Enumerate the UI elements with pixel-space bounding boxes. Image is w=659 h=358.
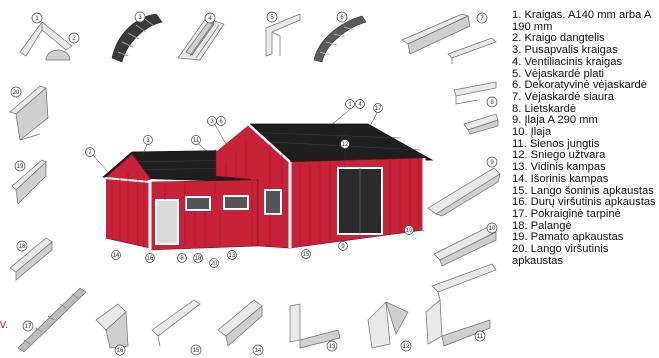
house-callout-7: 7: [86, 148, 95, 157]
svg-text:19: 19: [17, 164, 24, 170]
house-callout-10: 10: [405, 226, 414, 235]
house-callout-12: 12: [341, 140, 350, 149]
callout-7: 7: [477, 13, 487, 23]
svg-text:10: 10: [489, 226, 496, 232]
profile-17-closure: [18, 288, 86, 352]
profile-4-vent-ridge: [178, 18, 224, 60]
profile-12-snow-guard: [368, 302, 408, 348]
legend-item: 10. Įlaja: [512, 127, 659, 139]
profile-6-decor-barge: [314, 16, 366, 62]
svg-text:18: 18: [19, 244, 26, 250]
callout-1: 1: [32, 13, 42, 23]
legend-item: 1. Kraigas. A140 mm arba A 190 mm: [512, 10, 659, 33]
house-callout-9: 9: [339, 242, 348, 251]
house-callout-4: 4: [356, 100, 365, 109]
callout-20: 20: [11, 87, 21, 97]
callout-14: 14: [253, 345, 263, 355]
house-callout-1: 1: [346, 100, 355, 109]
house-callout-15: 15: [302, 250, 311, 259]
annex-window-1: [186, 197, 210, 210]
svg-text:20: 20: [13, 90, 20, 96]
callout-15: 15: [191, 345, 201, 355]
house-callout-20: 20: [210, 259, 219, 268]
profile-18-sill: [10, 238, 52, 280]
callout-12: 12: [401, 341, 411, 351]
svg-text:12: 12: [342, 142, 349, 148]
house-callout-18: 18: [194, 254, 203, 263]
legend-item: 20. Lango viršutinis apkaustas: [512, 244, 659, 267]
legend-item: 7. Vėjaskardė siaura: [512, 92, 659, 104]
house-callout-17: 17: [374, 104, 383, 113]
svg-text:15: 15: [193, 348, 200, 354]
callout-3: 3: [135, 12, 145, 22]
legend-item: 17. Pokraiginė tarpinė: [512, 209, 659, 221]
annex-door: [156, 200, 178, 244]
house-callout-11: 11: [192, 136, 201, 145]
house-callout-13: 13: [228, 251, 237, 260]
svg-text:17: 17: [25, 324, 32, 330]
svg-text:14: 14: [113, 253, 120, 259]
svg-text:13: 13: [329, 344, 336, 350]
house-callout-6: 6: [217, 117, 226, 126]
svg-text:13: 13: [229, 253, 236, 259]
svg-text:12: 12: [403, 344, 410, 350]
profile-16-door-top: [96, 304, 128, 348]
profile-7-narrow-barge: [402, 14, 470, 54]
profile-1-ridge: [20, 22, 72, 56]
legend-item: 14. Išorinis kampas: [512, 174, 659, 186]
svg-text:11: 11: [193, 138, 200, 144]
callout-5: 5: [267, 12, 277, 22]
profile-9-valley: [428, 168, 500, 216]
svg-text:15: 15: [303, 252, 310, 258]
profile-2-ridge-cap: [46, 50, 70, 60]
svg-text:10: 10: [406, 228, 413, 234]
callout-16: 16: [115, 345, 125, 355]
house-callout-8: 8: [178, 254, 187, 263]
svg-text:18: 18: [195, 256, 202, 262]
profile-14-outer-corner: [218, 300, 262, 346]
callout-17: 17: [23, 321, 33, 331]
svg-text:20: 20: [211, 261, 218, 267]
building-illustration: [103, 124, 432, 250]
callout-19: 19: [15, 161, 25, 171]
profile-10-valley: [434, 226, 496, 266]
callout-6: 6: [337, 12, 347, 22]
svg-text:11: 11: [477, 334, 484, 340]
edge-text-fragment: v.: [0, 317, 8, 331]
svg-text:14: 14: [255, 348, 262, 354]
callout-4: 4: [205, 13, 215, 23]
callout-8: 8: [487, 97, 497, 107]
callout-9: 9: [487, 157, 497, 167]
callout-2: 2: [69, 33, 79, 43]
profile-15-window-side: [152, 300, 200, 346]
house-callout-16: 16: [146, 254, 155, 263]
profile-8b-drip: [464, 114, 498, 134]
house-callout-14: 14: [112, 251, 121, 260]
profile-10b: [432, 264, 496, 300]
callout-18: 18: [17, 241, 27, 251]
callout-13: 13: [327, 341, 337, 351]
annex-window-2: [224, 196, 248, 209]
house-callout-3b: 3: [144, 136, 153, 145]
profile-7b-narrow-barge: [448, 38, 496, 64]
svg-text:16: 16: [147, 256, 154, 262]
callout-11: 11: [475, 331, 485, 341]
svg-text:17: 17: [375, 106, 382, 112]
svg-text:16: 16: [117, 348, 124, 354]
main-gable-window: [265, 190, 281, 214]
house-callout-3: 3: [208, 117, 217, 126]
callout-10: 10: [487, 223, 497, 233]
legend-item: 4. Ventiliacinis kraigas: [512, 57, 659, 69]
